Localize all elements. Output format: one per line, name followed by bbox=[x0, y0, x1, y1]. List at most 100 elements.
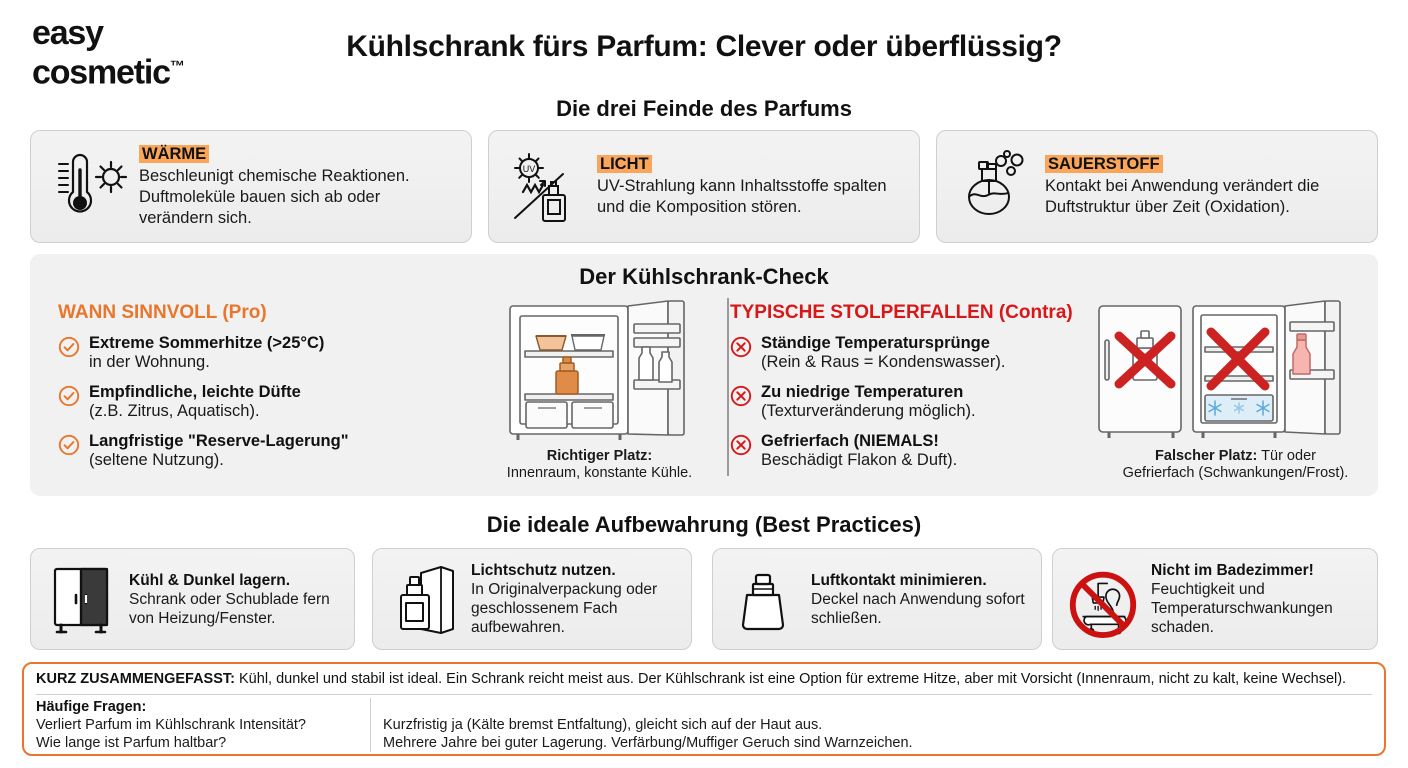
brand-logo: easy cosmetic™ bbox=[32, 16, 332, 89]
best-practices-row: Kühl & Dunkel lagern. Schrank oder Schub… bbox=[0, 548, 1408, 652]
enemy-card-waerme: WÄRME Beschleunigt chemische Reaktionen.… bbox=[30, 130, 472, 243]
pro-item-main: Extreme Sommerhitze (>25°C) bbox=[89, 334, 325, 352]
faq-answer: Kurzfristig ja (Kälte bremst Entfaltung)… bbox=[383, 717, 823, 733]
list-item: Langfristige "Reserve-Lagerung" (seltene… bbox=[58, 432, 388, 470]
correct-fridge-figure: Richtiger Platz: Innenraum, konstante Kü… bbox=[492, 300, 707, 482]
contra-item-main: Ständige Temperatursprünge bbox=[761, 334, 990, 352]
best-practice-card-lichtschutz: Lichtschutz nutzen. In Originalverpackun… bbox=[372, 548, 692, 650]
best-practice-text: Nicht im Badezimmer! Feuchtigkeit und Te… bbox=[1151, 561, 1365, 637]
enemy-text: WÄRME Beschleunigt chemische Reaktionen.… bbox=[139, 144, 459, 229]
list-item: Extreme Sommerhitze (>25°C) in der Wohnu… bbox=[58, 334, 388, 372]
summary-line: KURZ ZUSAMMENGEFASST: Kühl, dunkel und s… bbox=[36, 670, 1372, 693]
best-practice-card-luftkontakt: Luftkontakt minimieren. Deckel nach Anwe… bbox=[712, 548, 1042, 650]
faq-question: Verliert Parfum im Kühlschrank Intensitä… bbox=[36, 717, 306, 733]
open-fridge-correct-icon bbox=[509, 300, 685, 440]
faq-answers: Kurzfristig ja (Kälte bremst Entfaltung)… bbox=[371, 698, 1372, 752]
check-circle-icon bbox=[58, 434, 80, 456]
contra-item-sub: (Texturveränderung möglich). bbox=[761, 402, 976, 420]
pro-item-sub: in der Wohnung. bbox=[89, 353, 210, 371]
faq-heading: Häufige Fragen: bbox=[36, 699, 147, 715]
list-item: Ständige Temperatursprünge (Rein & Raus … bbox=[730, 334, 1060, 372]
enemies-section-title: Die drei Feinde des Parfums bbox=[556, 96, 852, 121]
trademark-symbol: ™ bbox=[169, 58, 185, 75]
caption-rest: Innenraum, konstante Kühle. bbox=[506, 465, 693, 481]
pro-item-sub: (seltene Nutzung). bbox=[89, 451, 224, 469]
check-section-title: Der Kühlschrank-Check bbox=[579, 264, 829, 289]
summary-separator bbox=[36, 694, 1372, 695]
cabinet-icon bbox=[43, 558, 119, 640]
check-circle-icon bbox=[58, 336, 80, 358]
page-title: Kühlschrank fürs Parfum: Clever oder übe… bbox=[346, 30, 1062, 63]
brand-line-2: cosmetic™ bbox=[32, 53, 185, 92]
cross-circle-icon bbox=[730, 434, 752, 456]
no-bathroom-icon bbox=[1065, 558, 1141, 640]
enemy-keyword: SAUERSTOFF bbox=[1045, 155, 1163, 173]
summary-box: KURZ ZUSAMMENGEFASST: Kühl, dunkel und s… bbox=[22, 662, 1386, 756]
wrong-fridge-figure: Falscher Platz: Tür oder Gefrierfach (Sc… bbox=[1093, 300, 1378, 482]
caption-bold: Falscher Platz: bbox=[1155, 448, 1258, 464]
caption-bold: Richtiger Platz: bbox=[546, 448, 653, 464]
list-item: Empfindliche, leichte Düfte (z.B. Zitrus… bbox=[58, 383, 388, 421]
summary-text: Kühl, dunkel und stabil ist ideal. Ein S… bbox=[239, 671, 1347, 687]
enemy-body: Beschleunigt chemische Reaktionen. Duftm… bbox=[139, 166, 410, 227]
perfume-bubbles-icon bbox=[949, 147, 1035, 227]
best-practice-heading: Lichtschutz nutzen. bbox=[471, 562, 616, 579]
column-divider bbox=[727, 298, 729, 476]
wrong-fridge-caption: Falscher Platz: Tür oder Gefrierfach (Sc… bbox=[1093, 448, 1378, 482]
caption-rest: Tür oder bbox=[1261, 448, 1316, 464]
best-practice-card-kuehl-dunkel: Kühl & Dunkel lagern. Schrank oder Schub… bbox=[30, 548, 355, 650]
check-circle-icon bbox=[58, 385, 80, 407]
closed-flacon-icon bbox=[725, 558, 801, 640]
faq-questions: Häufige Fragen: Verliert Parfum im Kühls… bbox=[36, 698, 371, 752]
uv-sun-bottle-icon: UV bbox=[501, 147, 587, 227]
summary-label: KURZ ZUSAMMENGEFASST: bbox=[36, 671, 235, 687]
cross-circle-icon bbox=[730, 336, 752, 358]
faq-answers-spacer bbox=[383, 698, 1372, 716]
thermometer-sun-icon bbox=[43, 147, 129, 227]
pro-item-main: Langfristige "Reserve-Lagerung" bbox=[89, 432, 349, 450]
best-practice-heading: Nicht im Badezimmer! bbox=[1151, 562, 1314, 579]
contra-heading: TYPISCHE STOLPERFALLEN (Contra) bbox=[730, 302, 1073, 323]
contra-item-sub: Beschädigt Flakon & Duft). bbox=[761, 451, 958, 469]
enemy-keyword: LICHT bbox=[597, 155, 652, 173]
cross-circle-icon bbox=[730, 385, 752, 407]
enemy-body: Kontakt bei Anwendung verändert die Duft… bbox=[1045, 177, 1320, 216]
best-practice-body: Schrank oder Schublade fern von Heizung/… bbox=[129, 590, 330, 627]
best-practice-text: Lichtschutz nutzen. In Originalverpackun… bbox=[471, 561, 679, 637]
faq-section: Häufige Fragen: Verliert Parfum im Kühls… bbox=[36, 698, 1372, 752]
enemy-body: UV-Strahlung kann Inhaltsstoffe spalten … bbox=[597, 177, 887, 216]
list-item: Zu niedrige Temperaturen (Texturveränder… bbox=[730, 383, 1060, 421]
enemy-text: SAUERSTOFF Kontakt bei Anwendung verände… bbox=[1045, 155, 1365, 218]
header: easy cosmetic™ Kühlschrank fürs Parfum: … bbox=[0, 0, 1408, 121]
wrong-placement-fridges-icon bbox=[1098, 300, 1341, 438]
best-practice-body: In Originalverpackung oder geschlossenem… bbox=[471, 581, 658, 636]
best-practices-title: Die ideale Aufbewahrung (Best Practices) bbox=[486, 512, 922, 537]
contra-item-main: Zu niedrige Temperaturen bbox=[761, 383, 964, 401]
enemy-keyword: WÄRME bbox=[139, 144, 210, 163]
pro-item-main: Empfindliche, leichte Düfte bbox=[89, 383, 301, 401]
enemy-card-sauerstoff: SAUERSTOFF Kontakt bei Anwendung verände… bbox=[936, 130, 1378, 243]
best-practice-body: Deckel nach Anwendung sofort schließen. bbox=[811, 590, 1025, 627]
enemy-card-licht: UV LICHT UV-Strahlung kann Inhaltsstoffe… bbox=[488, 130, 920, 243]
correct-fridge-caption: Richtiger Platz: Innenraum, konstante Kü… bbox=[492, 448, 707, 482]
pro-item-sub: (z.B. Zitrus, Aquatisch). bbox=[89, 402, 260, 420]
contra-list: Ständige Temperatursprünge (Rein & Raus … bbox=[730, 334, 1060, 481]
brand-line-1: easy bbox=[32, 14, 104, 52]
faq-answer: Mehrere Jahre bei guter Lagerung. Verfär… bbox=[383, 735, 913, 751]
best-practice-heading: Luftkontakt minimieren. bbox=[811, 571, 987, 589]
enemies-row: WÄRME Beschleunigt chemische Reaktionen.… bbox=[0, 130, 1408, 245]
svg-text:UV: UV bbox=[523, 164, 536, 174]
faq-question: Wie lange ist Parfum haltbar? bbox=[36, 735, 227, 751]
best-practice-text: Kühl & Dunkel lagern. Schrank oder Schub… bbox=[129, 571, 342, 628]
contra-item-sub: (Rein & Raus = Kondenswasser). bbox=[761, 353, 1006, 371]
list-item: Gefrierfach (NIEMALS! Beschädigt Flakon … bbox=[730, 432, 1060, 470]
best-practice-text: Luftkontakt minimieren. Deckel nach Anwe… bbox=[811, 571, 1029, 628]
best-practice-heading: Kühl & Dunkel lagern. bbox=[129, 571, 291, 589]
best-practice-card-badezimmer: Nicht im Badezimmer! Feuchtigkeit und Te… bbox=[1052, 548, 1378, 650]
enemy-text: LICHT UV-Strahlung kann Inhaltsstoffe sp… bbox=[597, 155, 907, 218]
box-with-bottle-icon bbox=[385, 558, 461, 640]
pro-heading: WANN SINNVOLL (Pro) bbox=[58, 302, 267, 323]
contra-item-main: Gefrierfach (NIEMALS! bbox=[761, 432, 939, 450]
caption-line2: Gefrierfach (Schwankungen/Frost). bbox=[1122, 465, 1349, 481]
